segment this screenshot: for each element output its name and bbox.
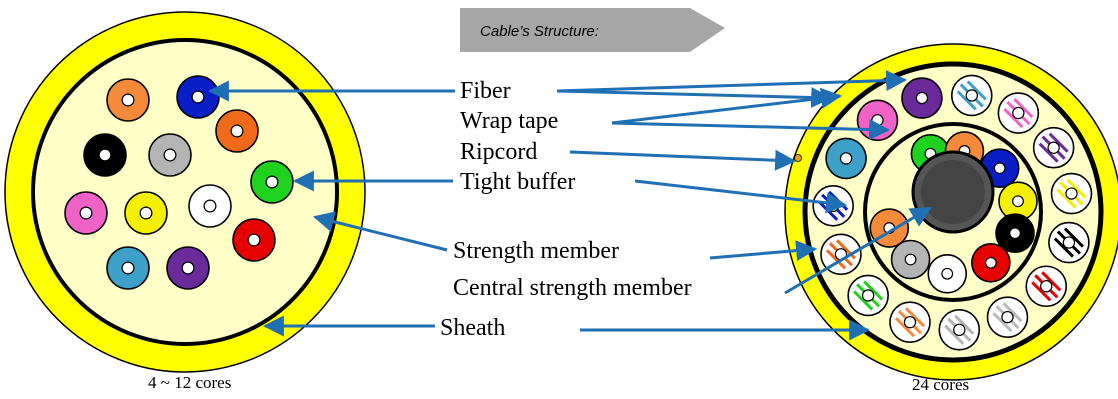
fiber-white-6 xyxy=(927,253,968,294)
label-sheath: Sheath xyxy=(440,315,505,341)
fiber-core xyxy=(79,206,93,220)
fiber-core xyxy=(1009,227,1021,240)
fiber-core xyxy=(1047,141,1060,154)
fiber-core xyxy=(1012,106,1025,120)
caption-left: 4 ~ 12 cores xyxy=(148,373,231,392)
label-ripcord: Ripcord xyxy=(460,139,537,165)
fiber-blue-1 xyxy=(176,75,220,119)
fiber-core xyxy=(861,289,875,302)
fiber-pink-6 xyxy=(64,191,108,235)
fiber-core xyxy=(247,233,261,247)
label-strength-member: Strength member xyxy=(453,238,619,264)
fiber-core xyxy=(121,93,135,107)
fiber-core xyxy=(1001,310,1014,324)
fiber-core xyxy=(953,323,966,337)
arrow-fiber-right-2 xyxy=(556,87,833,109)
fiber-core xyxy=(230,124,244,138)
fiber-red-stripe-o6 xyxy=(1025,265,1068,308)
fiber-core xyxy=(839,152,853,165)
fiber-core xyxy=(993,162,1006,175)
structure-banner: Cable’s Structure: xyxy=(460,8,725,52)
fiber-gray-4 xyxy=(148,133,192,177)
fiber-red-5 xyxy=(971,242,1011,283)
fiber-black-4 xyxy=(995,213,1035,254)
fiber-violet-stripe-o3 xyxy=(1032,126,1075,169)
fiber-rose-stripe-o2 xyxy=(997,92,1040,134)
fiber-core xyxy=(181,261,195,275)
fiber-green-stripe-o10 xyxy=(847,274,889,317)
label-fiber: Fiber xyxy=(460,78,511,104)
arrow-strength-member-left xyxy=(312,211,448,252)
fiber-core xyxy=(904,253,917,266)
left-fiber-group xyxy=(64,75,294,290)
fiber-gray-stripe-o8 xyxy=(938,309,981,351)
fiber-core xyxy=(1040,280,1053,293)
arrow-fiber-right-1 xyxy=(556,70,908,93)
fiber-core xyxy=(1012,195,1024,208)
fiber-orange-stripe-o9 xyxy=(889,301,931,343)
label-wrap-tape: Wrap tape xyxy=(460,108,558,134)
fiber-white-stripe-o7 xyxy=(986,296,1029,338)
fiber-orange-stripe-o11 xyxy=(820,233,862,276)
fiber-core xyxy=(139,206,153,220)
fiber-gray-7 xyxy=(890,239,931,280)
fiber-black-stripe-o5 xyxy=(1048,221,1090,264)
fiber-violet-10 xyxy=(166,246,210,290)
ripcord xyxy=(794,154,802,162)
fiber-core xyxy=(871,114,884,127)
fiber-orange-2 xyxy=(215,109,259,153)
arrow-ripcord xyxy=(569,149,797,171)
fiber-yellow-7 xyxy=(124,191,168,235)
fiber-green-5 xyxy=(250,160,294,204)
fiber-aqua-stripe-o1 xyxy=(950,74,993,117)
fiber-core xyxy=(984,256,997,269)
fiber-yellow-stripe-o4 xyxy=(1050,172,1093,215)
callout-arrows xyxy=(207,70,932,341)
label-central-strength-member: Central strength member xyxy=(453,275,692,301)
fiber-core xyxy=(163,148,177,162)
fiber-core xyxy=(915,91,929,105)
fiber-black-3 xyxy=(83,133,127,177)
fiber-aqua-o13 xyxy=(825,137,867,180)
fiber-red-9 xyxy=(232,218,276,262)
fiber-core xyxy=(965,89,978,102)
fiber-orange-0 xyxy=(106,78,150,122)
fiber-core xyxy=(903,315,917,329)
fiber-core xyxy=(265,175,279,189)
fiber-blue-stripe-o12 xyxy=(812,185,854,227)
fiber-aqua-11 xyxy=(106,246,150,290)
banner-shape xyxy=(460,8,725,52)
arrow-central-strength-member xyxy=(784,206,932,295)
fiber-core xyxy=(1062,236,1076,249)
arrow-wrap-tape-1 xyxy=(611,87,843,125)
banner-text: Cable’s Structure: xyxy=(480,23,599,40)
central-strength-member-core xyxy=(921,160,985,224)
arrow-wrap-tape-2 xyxy=(611,119,891,141)
fiber-core xyxy=(98,148,112,162)
arrow-strength-member-right xyxy=(709,240,818,262)
arrow-tight-buffer-right xyxy=(634,179,848,214)
fiber-core xyxy=(203,199,217,213)
fiber-core xyxy=(941,267,954,280)
fiber-white-8 xyxy=(188,184,232,228)
label-tight-buffer: Tight buffer xyxy=(460,169,575,195)
fiber-core xyxy=(121,261,135,275)
fiber-core xyxy=(1065,187,1078,200)
caption-right: 24 cores xyxy=(912,375,969,394)
fiber-core xyxy=(191,90,205,104)
fiber-violet-o0 xyxy=(901,77,943,119)
left-cable-cross-section xyxy=(4,11,366,373)
fiber-pink-o14 xyxy=(856,99,899,142)
